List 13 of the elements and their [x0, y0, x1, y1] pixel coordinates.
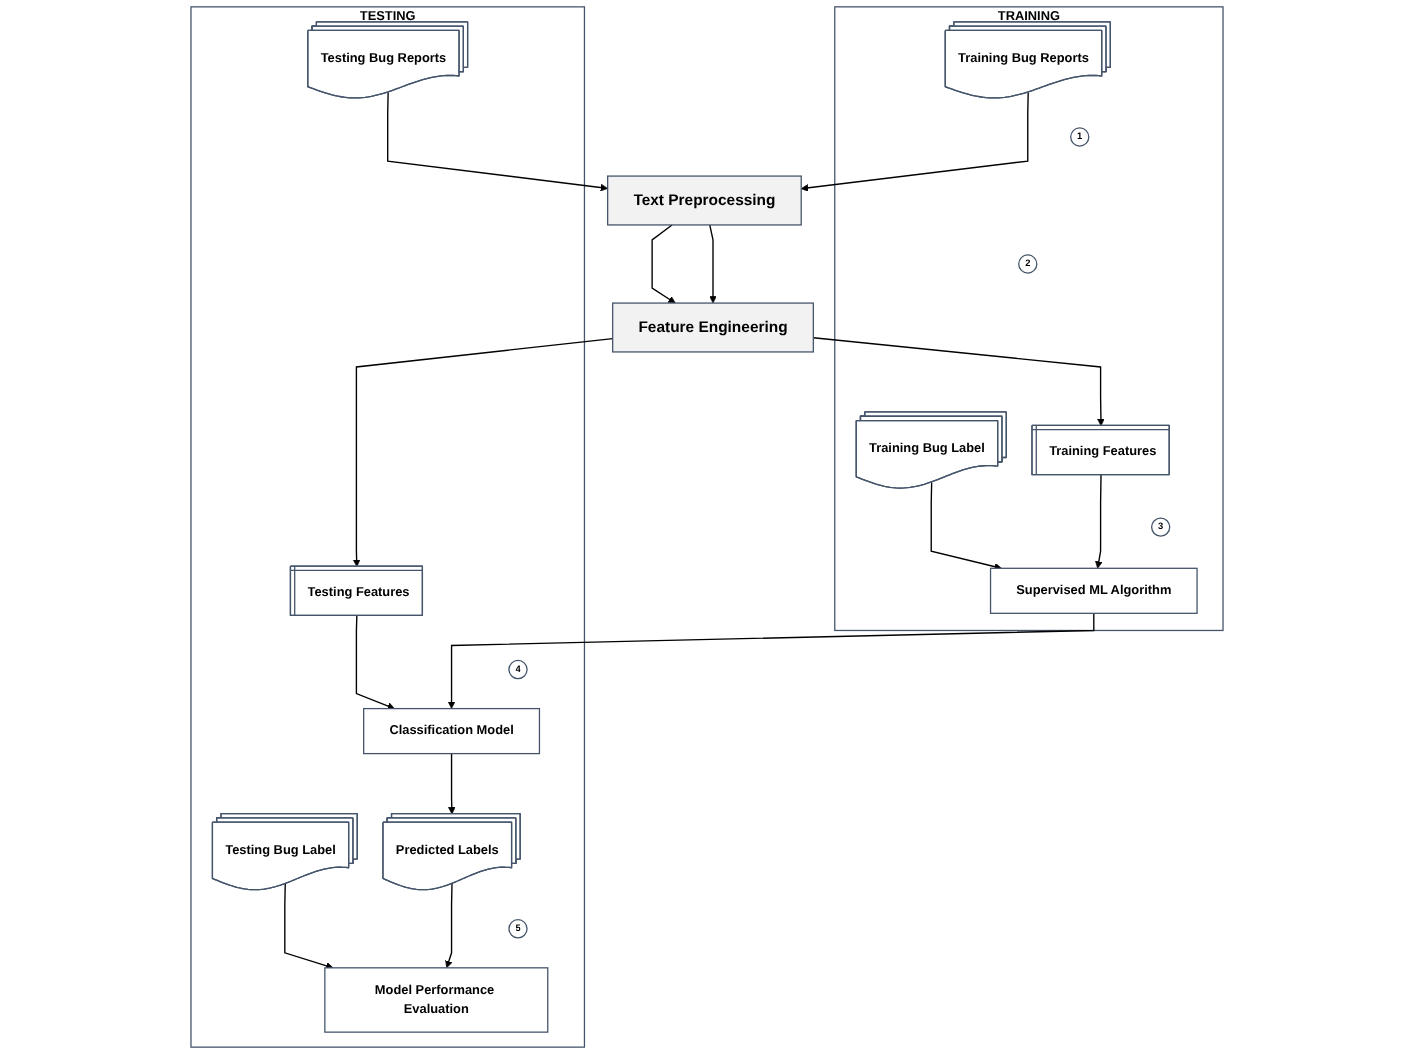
arrow — [447, 612, 1095, 709]
arrow — [1095, 474, 1103, 569]
arrow — [930, 481, 1002, 571]
arrow — [651, 224, 676, 304]
arrow — [352, 337, 614, 567]
arrow — [284, 883, 334, 970]
arrow — [709, 224, 717, 304]
arrow — [355, 615, 395, 710]
arrow — [800, 91, 1029, 192]
arrow — [812, 337, 1105, 427]
arrow — [387, 91, 608, 192]
arrow — [448, 752, 456, 815]
arrow — [445, 883, 453, 969]
